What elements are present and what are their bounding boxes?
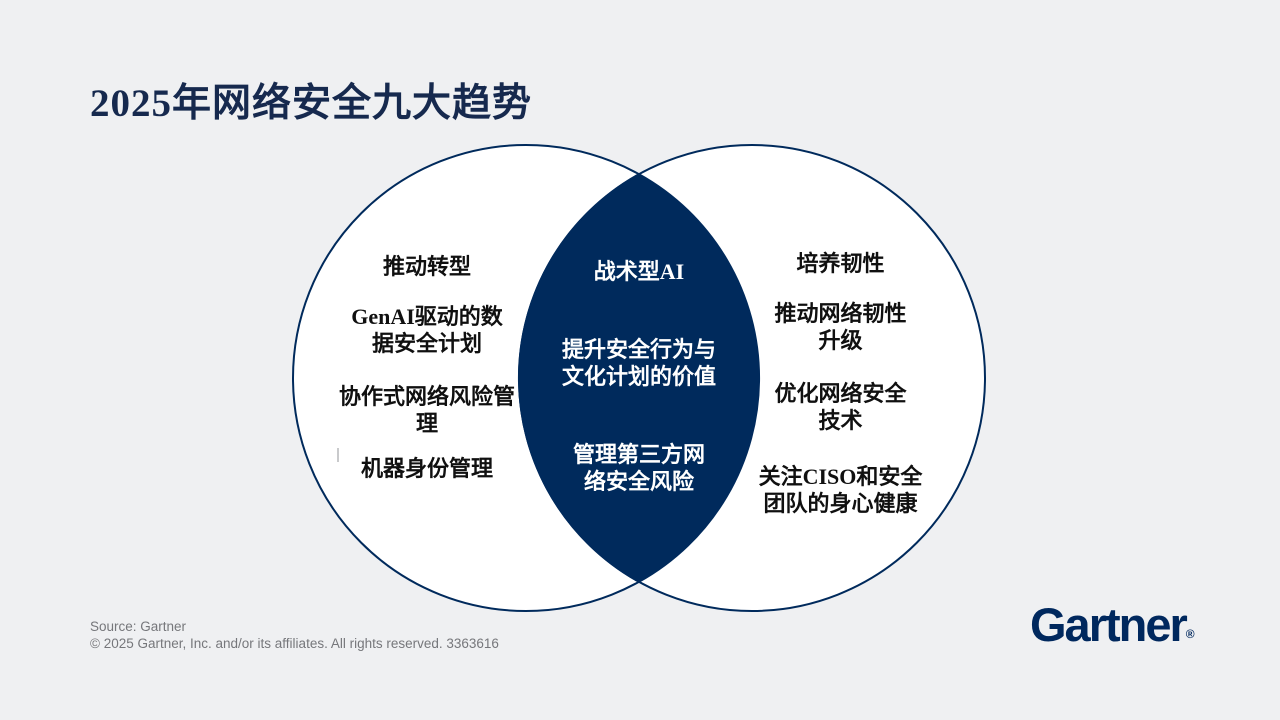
center-overlap-content: 战术型AI 提升安全行为与 文化计划的价值 管理第三方网 络安全风险	[539, 0, 739, 720]
left-trend-genai-data-security: GenAI驱动的数 据安全计划	[351, 304, 503, 356]
center-trend-security-behavior-culture: 提升安全行为与 文化计划的价值	[561, 337, 716, 389]
venn-intersection-lens	[517, 173, 761, 583]
left-trend-collaborative-cyber-risk: 协作式网络风险管 理	[338, 384, 515, 436]
left-circle-content: 推动转型 GenAI驱动的数 据安全计划 协作式网络风险管 理 机器身份管理	[327, 0, 527, 720]
stray-tick-mark	[337, 448, 339, 462]
right-trend-optimize-security-tech: 优化网络安全 技术	[774, 381, 907, 433]
center-heading-tactical-ai: 战术型AI	[593, 259, 685, 284]
source-line: Source: Gartner	[90, 619, 187, 634]
left-circle-heading: 推动转型	[382, 254, 471, 279]
right-trend-ciso-wellbeing: 关注CISO和安全 团队的身心健康	[758, 464, 923, 516]
gartner-logo: Gartner®	[1030, 597, 1195, 652]
registered-trademark-icon: ®	[1185, 627, 1195, 641]
footer: Source: Gartner © 2025 Gartner, Inc. and…	[90, 618, 499, 652]
center-trend-third-party-risk: 管理第三方网 络安全风险	[572, 442, 705, 494]
right-trend-cyber-resilience: 推动网络韧性 升级	[774, 301, 907, 353]
right-circle-content: 培养韧性 推动网络韧性 升级 优化网络安全 技术 关注CISO和安全 团队的身心…	[738, 0, 943, 720]
gartner-wordmark: Gartner	[1030, 598, 1188, 651]
copyright-line: © 2025 Gartner, Inc. and/or its affiliat…	[90, 636, 499, 651]
right-circle-heading: 培养韧性	[796, 251, 885, 276]
left-trend-machine-identity: 机器身份管理	[360, 456, 493, 481]
page-title: 2025年网络安全九大趋势	[90, 82, 533, 125]
